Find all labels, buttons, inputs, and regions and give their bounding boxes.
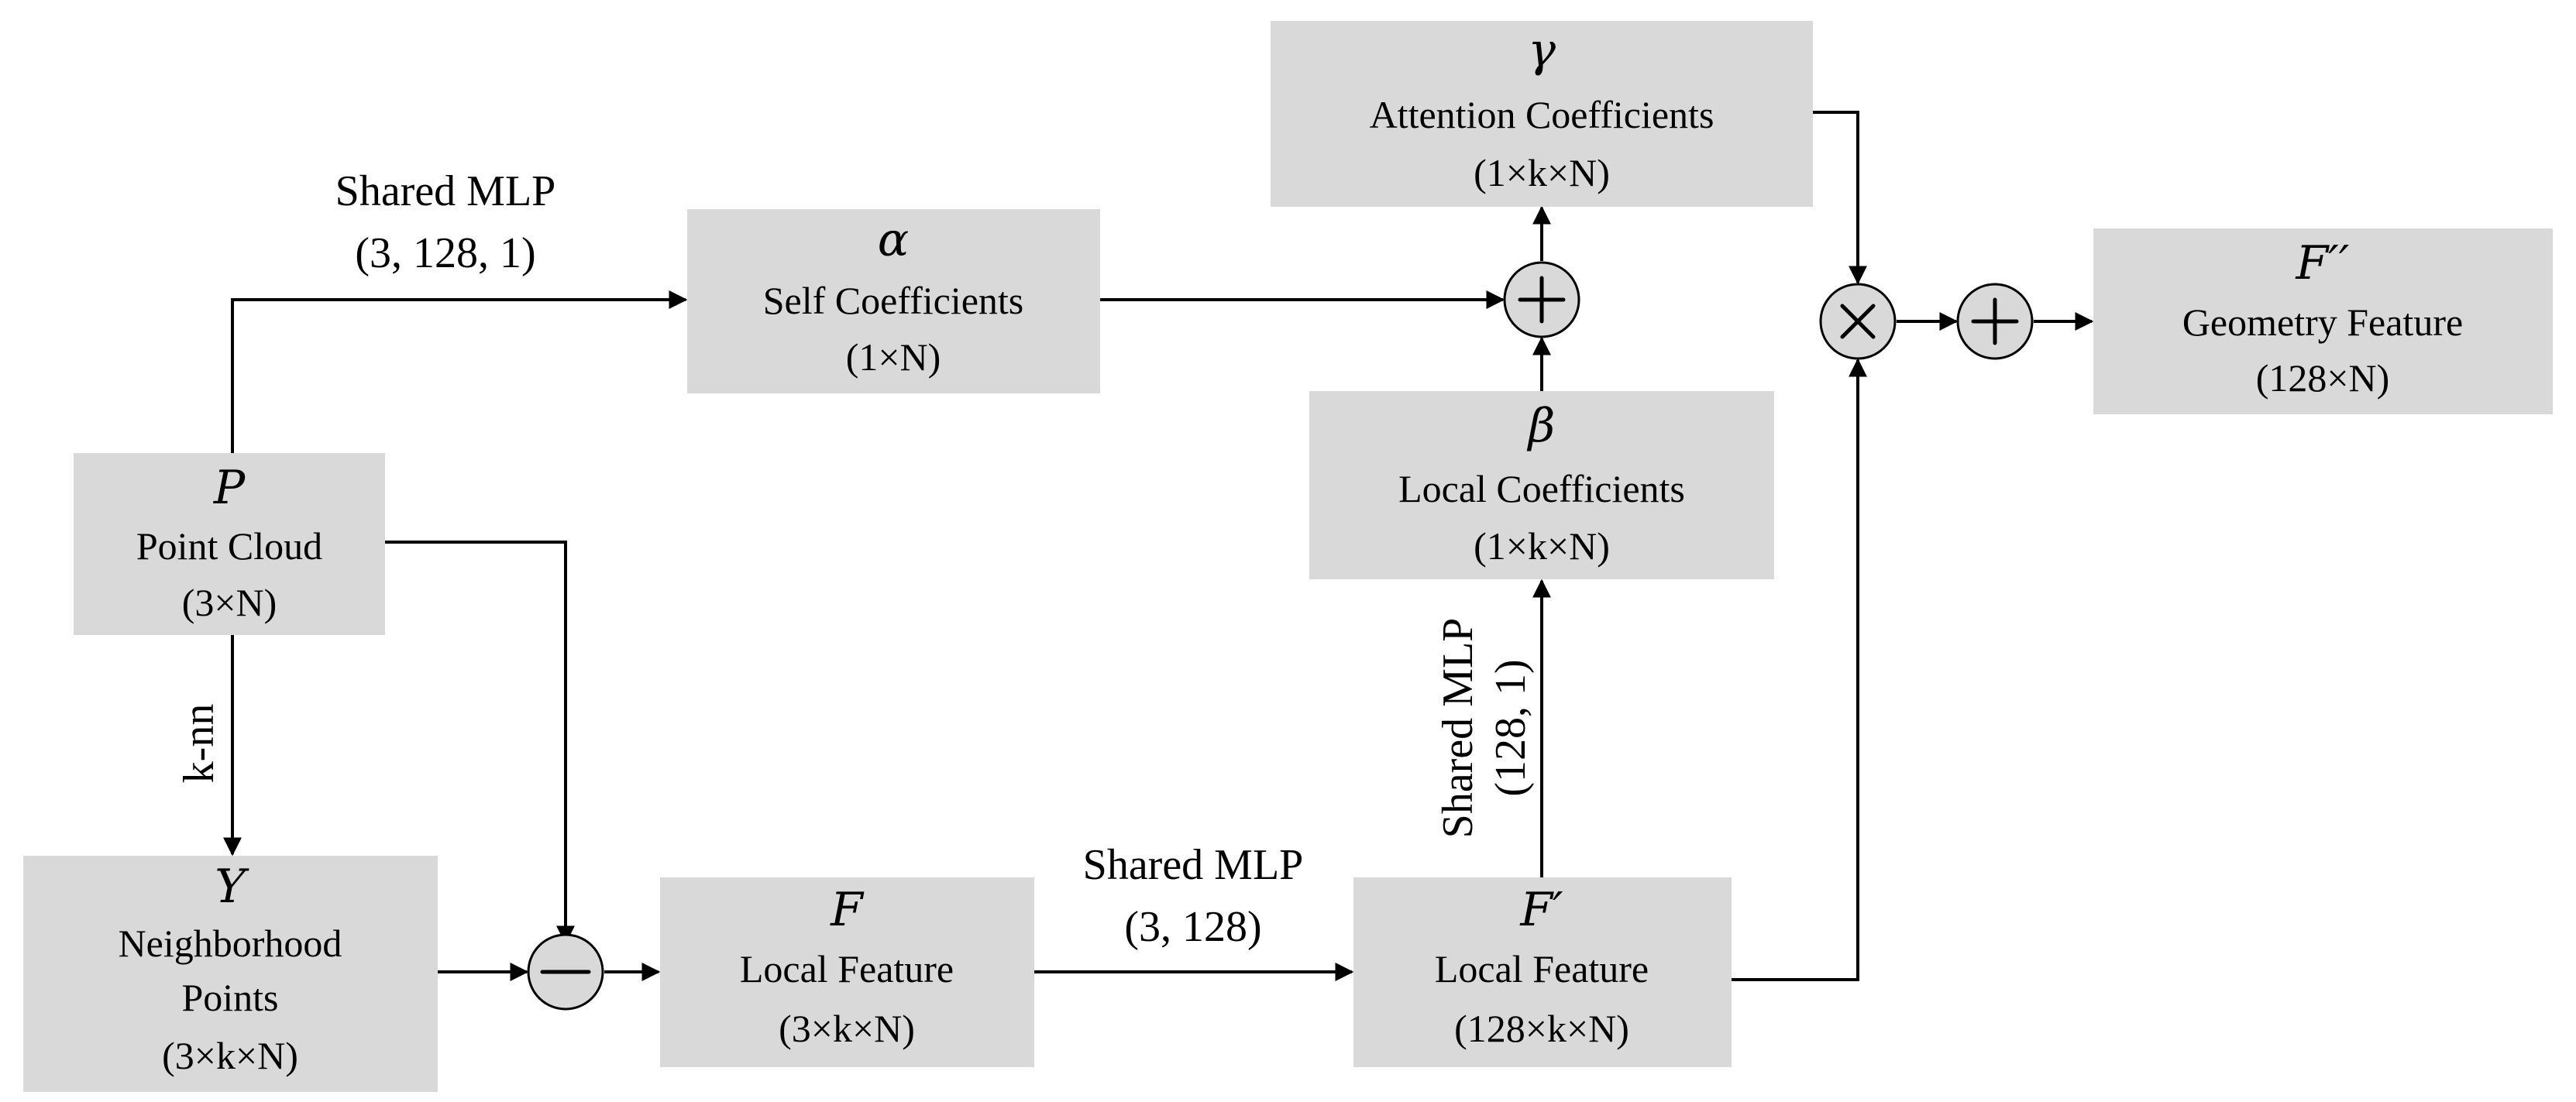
label-shared-mlp-mid: Shared MLP (3, 128) <box>1083 841 1304 951</box>
local-feature-prime-box <box>1353 877 1732 1067</box>
edge-fprime-to-times <box>1732 358 1867 981</box>
mlp-vert-line2: (128, 1) <box>1487 659 1535 796</box>
edge-gamma-to-times <box>1813 111 1867 285</box>
attention-coefficients-name: Attention Coefficients <box>1370 93 1714 136</box>
node-geometry-feature: F′′ Geometry Feature (128×N) <box>2093 228 2553 414</box>
local-feature-symbol: F <box>830 883 865 937</box>
node-attention-coefficients: γ Attention Coefficients (1×k×N) <box>1271 21 1813 207</box>
times-operator <box>1819 283 1897 360</box>
attention-coefficients-dims: (1×k×N) <box>1474 151 1610 194</box>
node-local-coefficients: β Local Coefficients (1×k×N) <box>1309 391 1774 579</box>
attention-coefficients-box <box>1271 21 1813 207</box>
local-coefficients-symbol: β <box>1527 399 1556 453</box>
node-neighborhood-points: Y Neighborhood Points (3×k×N) <box>23 856 438 1092</box>
mlp-top-line1: Shared MLP <box>335 167 556 215</box>
edge-p-to-self <box>231 290 688 453</box>
node-local-feature-prime: F′ Local Feature (128×k×N) <box>1353 877 1732 1067</box>
point-cloud-symbol: P <box>213 461 246 515</box>
attention-coefficients-symbol: γ <box>1528 23 1556 77</box>
neighborhood-points-box <box>23 856 438 1092</box>
local-feature-prime-name: Local Feature <box>1435 947 1649 990</box>
mlp-top-line2: (3, 128, 1) <box>355 229 535 277</box>
geometry-feature-dims: (128×N) <box>2256 356 2390 400</box>
local-feature-prime-dims: (128×k×N) <box>1454 1007 1629 1050</box>
plus-operator-residual <box>1956 283 2034 360</box>
label-knn: k-nn <box>175 704 223 784</box>
node-point-cloud: P Point Cloud (3×N) <box>74 453 385 635</box>
local-feature-box <box>660 877 1034 1067</box>
local-coefficients-name: Local Coefficients <box>1398 467 1685 510</box>
mlp-mid-line2: (3, 128) <box>1124 903 1261 951</box>
neighborhood-points-symbol: Y <box>215 860 249 914</box>
connectors <box>223 111 2094 981</box>
mlp-mid-line1: Shared MLP <box>1083 841 1304 889</box>
self-coefficients-dims: (1×N) <box>846 335 941 379</box>
minus-operator <box>527 933 604 1011</box>
point-cloud-box <box>74 453 385 635</box>
knn-label: k-nn <box>175 704 223 784</box>
label-shared-mlp-top: Shared MLP (3, 128, 1) <box>335 167 556 277</box>
node-self-coefficients: α Self Coefficients (1×N) <box>687 209 1100 393</box>
neighborhood-points-name2: Points <box>181 976 278 1019</box>
local-feature-name: Local Feature <box>740 947 954 990</box>
edge-p-to-minus <box>385 541 575 945</box>
node-local-feature: F Local Feature (3×k×N) <box>660 877 1034 1067</box>
label-shared-mlp-vertical: Shared MLP (128, 1) <box>1434 618 1535 839</box>
self-coefficients-box <box>687 209 1100 393</box>
plus-operator-attention <box>1503 261 1580 338</box>
geometry-feature-name: Geometry Feature <box>2182 300 2463 344</box>
self-coefficients-symbol: α <box>878 213 910 267</box>
geometry-feature-box <box>2093 228 2553 414</box>
self-coefficients-name: Self Coefficients <box>763 279 1024 322</box>
local-feature-prime-symbol: F′ <box>1519 883 1563 937</box>
local-coefficients-dims: (1×k×N) <box>1474 524 1610 568</box>
mlp-vert-line1: Shared MLP <box>1434 618 1482 839</box>
neighborhood-points-dims: (3×k×N) <box>162 1034 298 1077</box>
geometry-feature-symbol: F′′ <box>2296 236 2350 290</box>
local-coefficients-box <box>1309 391 1774 579</box>
point-cloud-name: Point Cloud <box>136 524 322 568</box>
neighborhood-points-name1: Neighborhood <box>119 922 342 965</box>
local-feature-dims: (3×k×N) <box>779 1007 915 1050</box>
point-cloud-dims: (3×N) <box>182 581 277 624</box>
